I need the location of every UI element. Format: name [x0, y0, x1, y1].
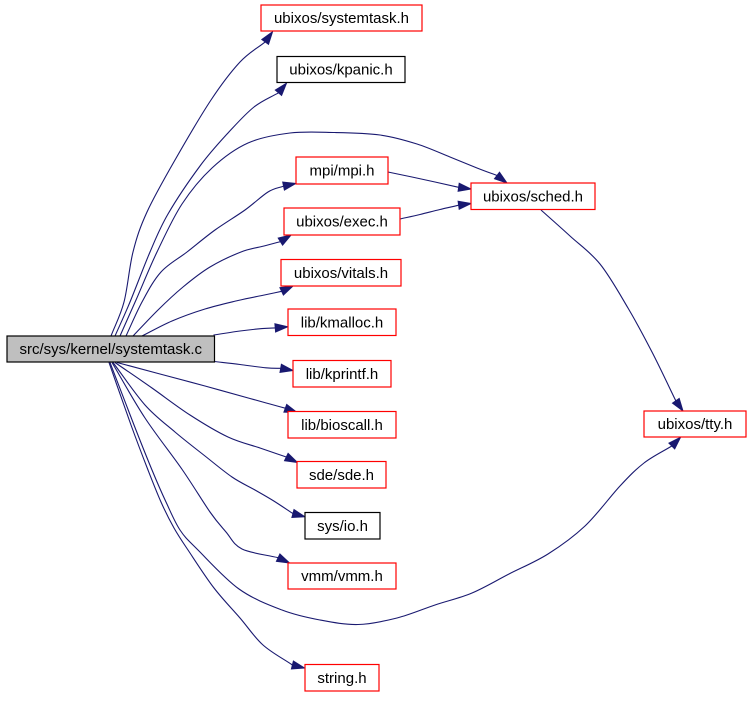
svg-text:ubixos/exec.h: ubixos/exec.h	[296, 214, 388, 231]
svg-text:ubixos/vitals.h: ubixos/vitals.h	[294, 265, 388, 282]
svg-text:mpi/mpi.h: mpi/mpi.h	[309, 163, 374, 180]
svg-text:sys/io.h: sys/io.h	[317, 518, 368, 535]
svg-text:lib/kmalloc.h: lib/kmalloc.h	[301, 314, 384, 331]
svg-text:src/sys/kernel/systemtask.c: src/sys/kernel/systemtask.c	[20, 341, 203, 358]
svg-text:ubixos/tty.h: ubixos/tty.h	[658, 416, 733, 433]
svg-text:sde/sde.h: sde/sde.h	[309, 467, 374, 484]
svg-text:ubixos/sched.h: ubixos/sched.h	[483, 188, 583, 205]
svg-text:ubixos/systemtask.h: ubixos/systemtask.h	[274, 10, 409, 27]
svg-text:lib/bioscall.h: lib/bioscall.h	[301, 417, 383, 434]
svg-text:lib/kprintf.h: lib/kprintf.h	[306, 366, 379, 383]
svg-text:ubixos/kpanic.h: ubixos/kpanic.h	[289, 62, 392, 79]
svg-text:string.h: string.h	[317, 670, 366, 687]
svg-text:vmm/vmm.h: vmm/vmm.h	[301, 568, 383, 585]
